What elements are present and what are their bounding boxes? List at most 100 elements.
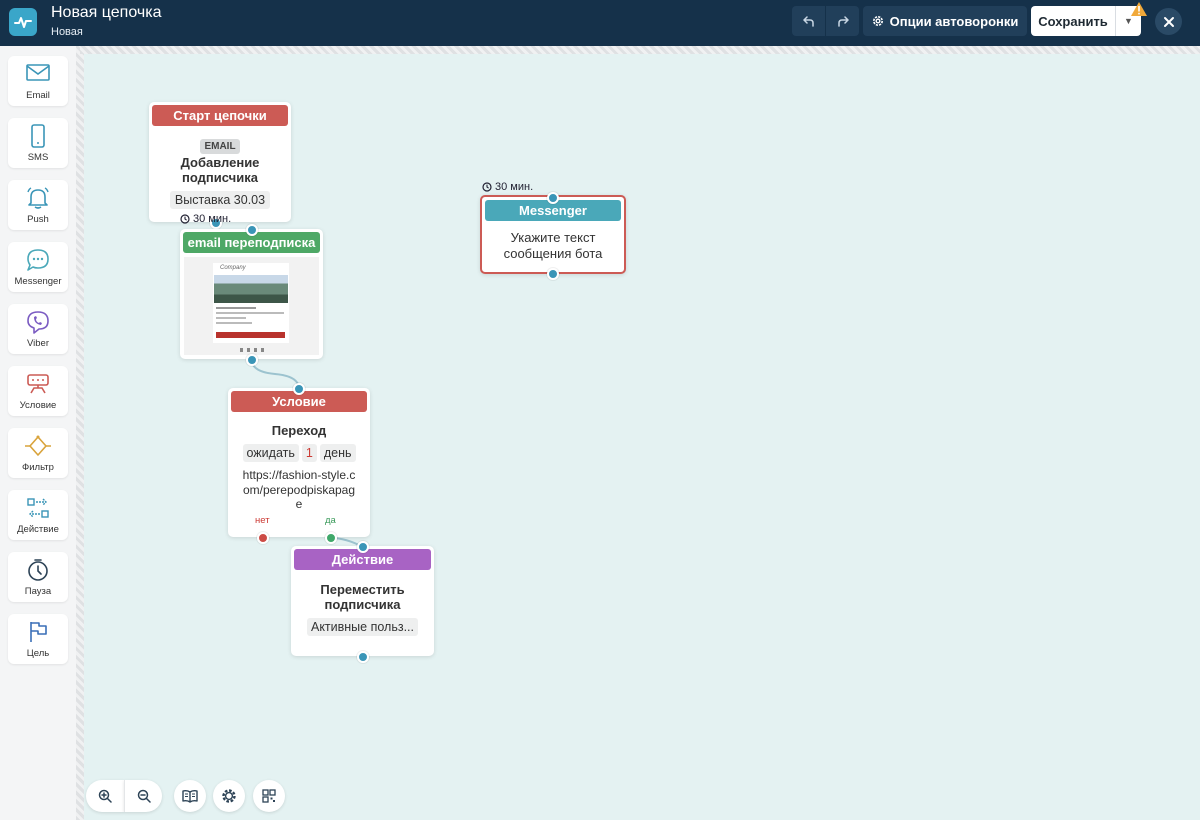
wait-settings[interactable]: ожидать 1 день bbox=[228, 444, 370, 462]
canvas-top-edge bbox=[80, 46, 1200, 54]
palette-item-condition[interactable]: Условие bbox=[8, 366, 68, 416]
book-icon bbox=[182, 789, 198, 803]
condition-no-port[interactable] bbox=[257, 532, 269, 544]
palette-item-label: Цель bbox=[26, 648, 50, 659]
gear-icon bbox=[872, 16, 883, 26]
delay-label: 30 мин. bbox=[495, 181, 534, 193]
undo-button[interactable] bbox=[792, 6, 825, 36]
action-icon bbox=[27, 498, 49, 518]
funnel-options-button[interactable]: Опции автоворонки bbox=[863, 6, 1027, 36]
node-header: Старт цепочки bbox=[152, 105, 288, 126]
condition-url: https://fashion-style.com/perepodpiskapa… bbox=[242, 468, 356, 511]
messenger-input-port[interactable] bbox=[547, 192, 559, 204]
top-bar: Новая цепочка Новая Опции автоворонки Со… bbox=[0, 0, 1200, 46]
start-delay[interactable]: 30 мин. bbox=[180, 213, 231, 225]
chain-status: Новая bbox=[51, 26, 83, 38]
funnel-options-label: Опции автоворонки bbox=[889, 13, 1019, 29]
palette-item-viber[interactable]: Viber bbox=[8, 304, 68, 354]
action-input-port[interactable] bbox=[357, 541, 369, 553]
palette-item-label: Email bbox=[26, 90, 50, 101]
gear-icon bbox=[222, 789, 236, 803]
channel-badge: EMAIL bbox=[200, 139, 240, 154]
clock-icon bbox=[482, 182, 492, 192]
preview-button bbox=[216, 332, 285, 338]
email-node[interactable]: email переподписка Company bbox=[180, 229, 323, 359]
close-button[interactable] bbox=[1155, 8, 1182, 35]
guide-button[interactable] bbox=[174, 780, 206, 812]
palette-item-label: Условие bbox=[19, 400, 57, 411]
start-node[interactable]: Старт цепочки EMAIL Добавление подписчик… bbox=[149, 102, 291, 222]
messenger-delay[interactable]: 30 мин. bbox=[482, 181, 533, 193]
node-header: email переподписка bbox=[183, 232, 320, 253]
palette-item-pause[interactable]: Пауза bbox=[8, 552, 68, 602]
palette-item-filter[interactable]: Фильтр bbox=[8, 428, 68, 478]
save-button[interactable]: Сохранить bbox=[1031, 6, 1115, 36]
messenger-text: Укажите текст сообщения бота bbox=[503, 230, 603, 261]
viber-icon bbox=[27, 311, 49, 334]
target-list: Активные польз... bbox=[306, 618, 418, 636]
chevron-down-icon: ▼ bbox=[1124, 16, 1133, 26]
palette-item-goal[interactable]: Цель bbox=[8, 614, 68, 664]
branch-yes-label: да bbox=[325, 515, 336, 526]
palette-item-label: Viber bbox=[26, 338, 49, 349]
delay-label: 30 мин. bbox=[193, 213, 232, 225]
clock-icon bbox=[28, 559, 48, 581]
bell-icon bbox=[27, 187, 49, 209]
palette-item-label: SMS bbox=[27, 152, 49, 163]
palette-item-action[interactable]: Действие bbox=[8, 490, 68, 540]
node-header: Условие bbox=[231, 391, 367, 412]
node-header: Messenger bbox=[485, 200, 621, 221]
action-node[interactable]: Действие Переместить подписчика Активные… bbox=[291, 546, 434, 656]
trigger-title: Добавление подписчика bbox=[180, 155, 260, 185]
wait-value[interactable]: 1 bbox=[301, 444, 317, 462]
messenger-output-port[interactable] bbox=[547, 268, 559, 280]
palette-item-label: Фильтр bbox=[22, 462, 54, 473]
phone-icon bbox=[31, 124, 45, 148]
chat-icon bbox=[27, 249, 49, 271]
condition-input-port[interactable] bbox=[293, 383, 305, 395]
redo-button[interactable] bbox=[826, 6, 859, 36]
connection-email-to-condition bbox=[251, 359, 300, 390]
palette-item-push[interactable]: Push bbox=[8, 180, 68, 230]
palette-item-messenger[interactable]: Messenger bbox=[8, 242, 68, 292]
preview-image bbox=[214, 275, 288, 303]
qr-button[interactable] bbox=[253, 780, 285, 812]
zoom-out-icon bbox=[137, 789, 151, 803]
redo-icon bbox=[837, 16, 849, 27]
preview-brand: Company bbox=[220, 265, 246, 271]
qr-code-icon bbox=[262, 789, 276, 803]
palette-item-label: Действие bbox=[17, 524, 59, 535]
filter-icon bbox=[25, 435, 51, 456]
flag-icon bbox=[30, 622, 47, 642]
condition-node[interactable]: Условие Переход ожидать 1 день https://f… bbox=[228, 388, 370, 537]
palette-edge bbox=[76, 46, 84, 820]
condition-yes-port[interactable] bbox=[325, 532, 337, 544]
zoom-in-button[interactable] bbox=[86, 780, 124, 812]
messenger-node[interactable]: Messenger Укажите текст сообщения бота bbox=[480, 195, 626, 274]
condition-icon bbox=[27, 374, 49, 394]
action-output-port[interactable] bbox=[357, 651, 369, 663]
condition-title: Переход bbox=[271, 423, 327, 438]
palette-item-sms[interactable]: SMS bbox=[8, 118, 68, 168]
envelope-icon bbox=[26, 64, 50, 81]
zoom-out-button[interactable] bbox=[124, 780, 162, 812]
email-input-port[interactable] bbox=[246, 224, 258, 236]
palette-item-label: Messenger bbox=[14, 276, 62, 287]
warning-icon[interactable] bbox=[1130, 1, 1148, 22]
wait-unit: день bbox=[319, 444, 356, 462]
palette-item-email[interactable]: Email bbox=[8, 56, 68, 106]
app-logo-icon[interactable] bbox=[9, 8, 37, 36]
start-output-port[interactable] bbox=[210, 217, 222, 229]
palette-item-label: Пауза bbox=[24, 586, 52, 597]
wait-label: ожидать bbox=[242, 444, 299, 462]
undo-icon bbox=[802, 16, 814, 27]
chain-title[interactable]: Новая цепочка bbox=[51, 4, 162, 21]
node-header: Действие bbox=[294, 549, 431, 570]
settings-button[interactable] bbox=[213, 780, 245, 812]
close-icon bbox=[1163, 16, 1174, 27]
zoom-in-icon bbox=[98, 789, 112, 803]
email-output-port[interactable] bbox=[246, 354, 258, 366]
email-preview[interactable]: Company bbox=[184, 257, 319, 355]
action-title: Переместить подписчика bbox=[320, 582, 405, 612]
palette-item-label: Push bbox=[27, 214, 49, 225]
